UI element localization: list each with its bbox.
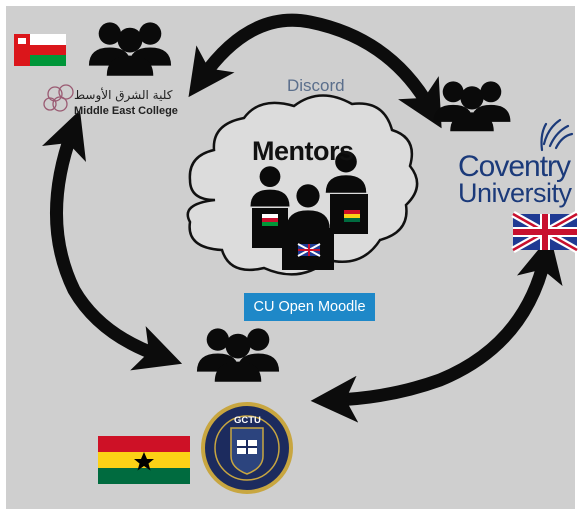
curved-arrow-icon — [188, 13, 442, 129]
coventry-name-line2: University — [458, 178, 572, 208]
ghana-flag-icon — [98, 436, 190, 484]
mentor-uk-badge-icon — [297, 243, 321, 257]
mec-arabic-name: كلية الشرق الأوسط — [74, 88, 173, 102]
coventry-name-line1: Coventry — [458, 150, 571, 183]
curved-arrow-icon — [310, 235, 563, 423]
moodle-badge: CU Open Moodle — [244, 293, 375, 321]
uk-flag-icon — [511, 210, 579, 254]
coventry-phoenix-icon — [540, 118, 574, 152]
mentors-people-icon — [250, 150, 368, 270]
mentor-ghana-badge-icon — [344, 210, 360, 222]
oman-flag-icon — [14, 34, 66, 66]
mentors-title: Mentors — [252, 136, 354, 166]
mec-english-name: Middle East College — [74, 105, 178, 117]
gctu-seal-icon — [201, 402, 293, 494]
discord-label: Discord — [287, 76, 345, 95]
gctu-logo-text: GCTU — [234, 415, 261, 426]
curved-arrow-icon — [42, 110, 183, 371]
mentor-oman-badge-icon — [262, 214, 278, 226]
mec-logo-icon — [43, 84, 74, 112]
